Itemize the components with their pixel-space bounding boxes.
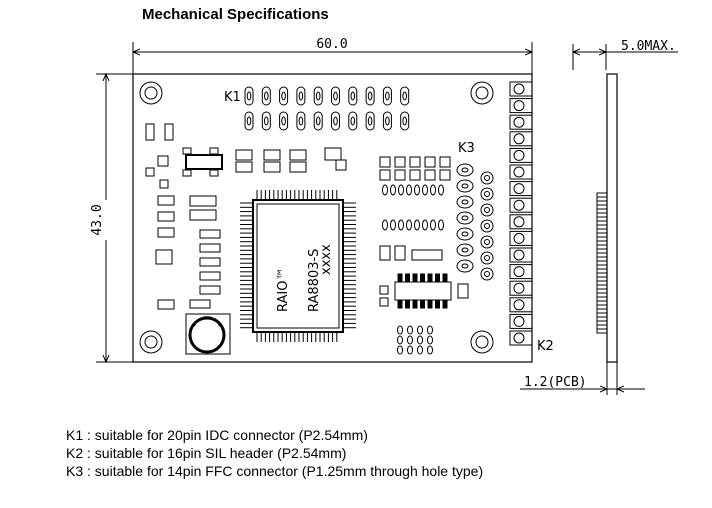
k3-label: K3 [458,141,475,156]
chip-brand: RAIO™ [276,268,291,312]
main-chip: RAIO™ RA8803-S xxxx [240,190,356,342]
note-k3: K3 : suitable for 14pin FFC connector (P… [66,463,484,479]
height-dimension: 43.0 [90,74,133,362]
page-title: Mechanical Specifications [142,6,329,23]
k1-label: K1 [224,90,241,105]
k2-label: K2 [537,339,554,354]
chip-code: xxxx [319,244,334,275]
width-label: 60.0 [316,37,347,52]
k3-connector [456,163,494,281]
max-thickness-label: 5.0MAX. [621,39,676,54]
width-dimension: 60.0 [133,37,532,74]
k1-connector [244,86,410,131]
note-k1: K1 : suitable for 20pin IDC connector (P… [66,427,368,443]
mounting-holes [139,81,494,354]
connector-notes: K1 : suitable for 20pin IDC connector (P… [66,426,483,480]
inductor [185,313,231,355]
passive-components [145,123,469,355]
soic-chip [394,273,452,309]
chip-model: RA8803-S [307,249,322,312]
k2-connector [509,81,533,346]
mechanical-drawing: 60.0 43.0 K1 K2 K3 RAIO™ RA8803-S [90,37,678,395]
transistor [182,147,223,177]
note-k2: K2 : suitable for 16pin SIL header (P2.5… [66,445,347,461]
height-label: 43.0 [90,204,105,235]
side-view: 5.0MAX. 1.2(PCB) [520,39,678,395]
pcb-thickness-label: 1.2(PCB) [524,375,587,390]
